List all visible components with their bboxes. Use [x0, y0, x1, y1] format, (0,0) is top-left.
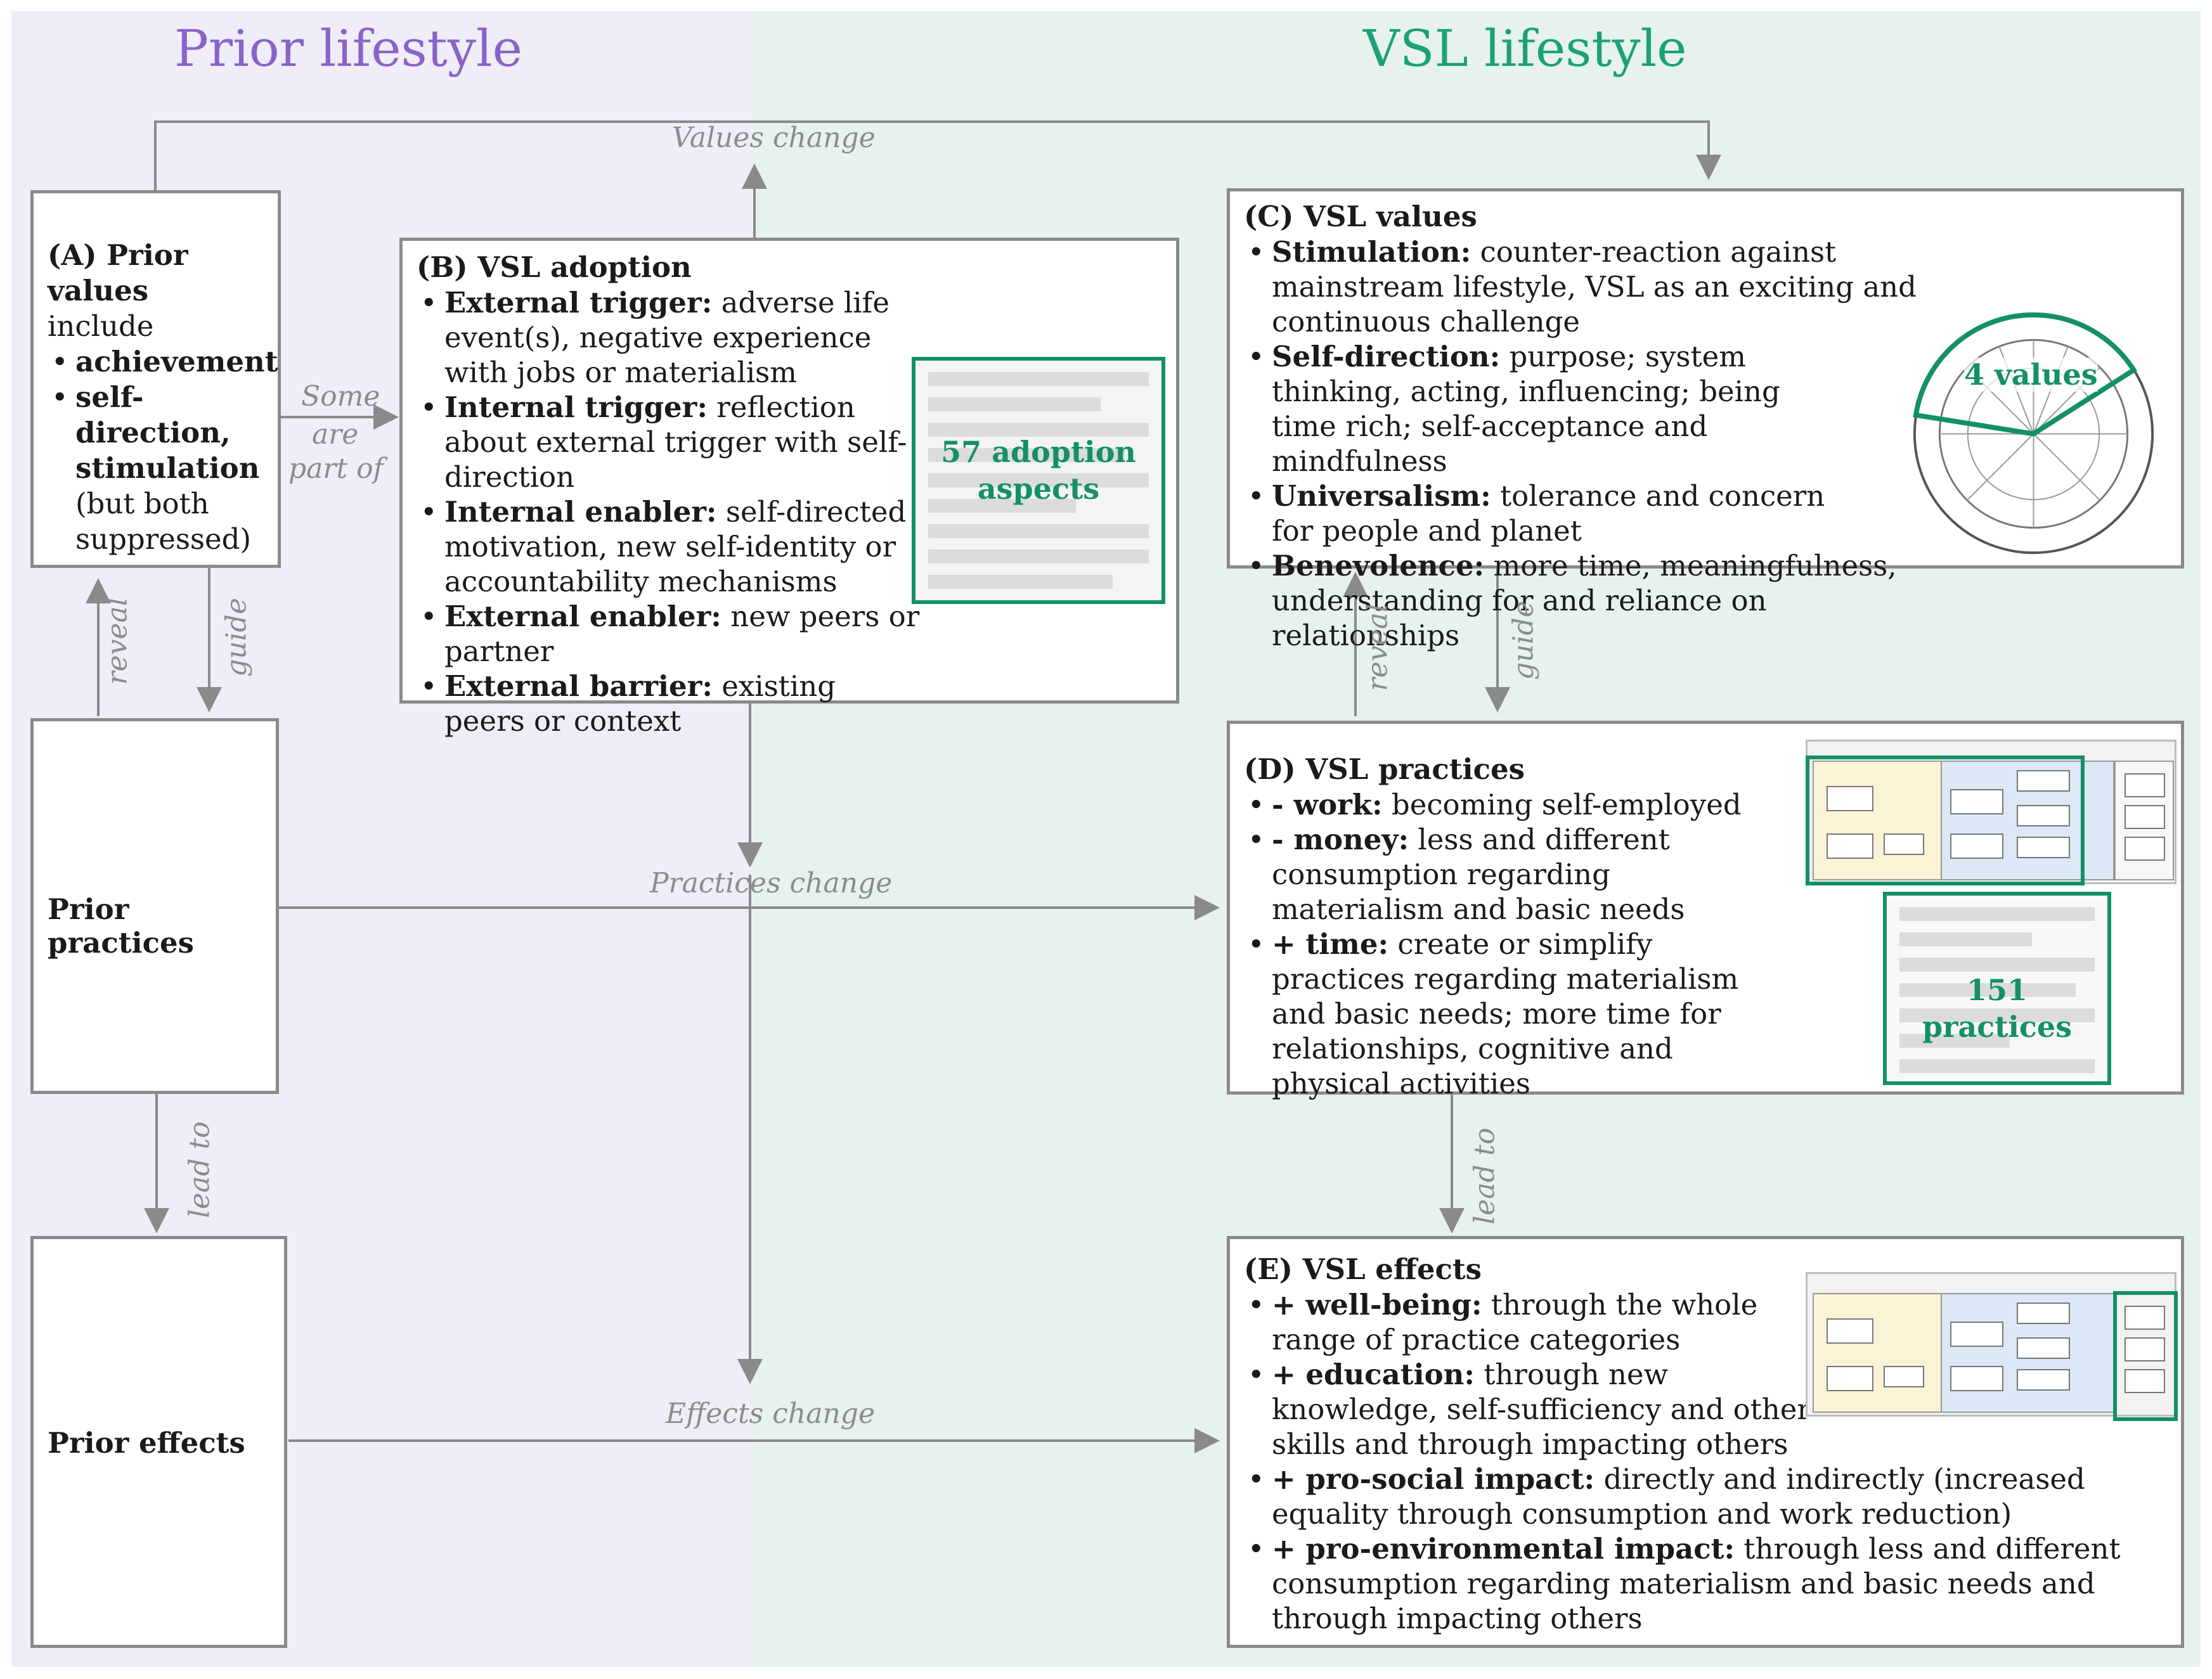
box-b-item: External enabler: new peers or partner: [417, 599, 924, 669]
box-d-item: - money: less and different consumption …: [1244, 822, 1770, 927]
vsl-lifestyle-heading: VSL lifestyle: [1363, 19, 1687, 78]
reveal-c-label: reveal: [1361, 603, 1394, 692]
lead-to-a-label: lead to: [183, 1121, 216, 1218]
box-b-item: Internal enabler: self-directed motivati…: [417, 494, 924, 599]
box-prior-values: (A) Prior values include achievement sel…: [30, 190, 281, 568]
practices-model-thumbnail: [1806, 740, 2176, 884]
box-c-item: Universalism: tolerance and concern for …: [1244, 479, 1830, 548]
practices-thumbnail: 151 practices: [1883, 892, 2111, 1085]
box-vsl-practices: (D) VSL practices - work: becoming self-…: [1227, 721, 2184, 1100]
box-c-item: Self-direction: purpose; system thinking…: [1244, 339, 1830, 479]
practices-highlight-frame: [1806, 756, 2085, 885]
effects-change-label: Effects change: [666, 1398, 875, 1430]
part-of-label: part of: [288, 453, 384, 485]
box-vsl-values: (C) VSL values Stimulation: counter-reac…: [1227, 188, 2184, 652]
guide-c-label: guide: [1507, 601, 1540, 680]
box-e-item: + well-being: through the whole range of…: [1244, 1287, 1817, 1357]
box-a-intro: include: [48, 309, 154, 343]
practices-count-label: 151 practices: [1922, 973, 2073, 1044]
box-e-item: + pro-environmental impact: through less…: [1244, 1531, 2157, 1636]
box-b-item: External barrier: existing peers or cont…: [417, 669, 924, 738]
box-b-item: External trigger: adverse life event(s),…: [417, 285, 924, 390]
box-a-item: self-direction, stimulation (but both su…: [48, 380, 264, 557]
box-d-title: (D) VSL practices: [1244, 752, 1525, 786]
box-c-item: Benevolence: more time, meaningfulness, …: [1244, 548, 1944, 653]
prior-effects-label: Prior effects: [48, 1426, 245, 1460]
effects-model-thumbnail: [1806, 1272, 2176, 1417]
prior-lifestyle-heading: Prior lifestyle: [174, 19, 522, 78]
reveal-a-label: reveal: [101, 597, 134, 685]
some-label: Some: [301, 380, 380, 413]
box-e-item: + education: through new knowledge, self…: [1244, 1357, 1817, 1462]
box-e-item: + pro-social impact: directly and indire…: [1244, 1462, 2157, 1531]
box-d-item: + time: create or simplify practices reg…: [1244, 927, 1770, 1101]
box-d-item: - work: becoming self-employed: [1244, 787, 1770, 822]
box-prior-effects: Prior effects: [30, 1236, 287, 1648]
box-a-title: (A) Prior values: [48, 238, 188, 307]
values-change-connector: [154, 120, 1721, 190]
four-values-label: 4 values: [1964, 357, 2098, 392]
box-b-item: Internal trigger: reflection about exter…: [417, 390, 924, 494]
box-b-title: (B) VSL adoption: [417, 250, 692, 284]
prior-practices-label: Prior practices: [48, 892, 194, 960]
box-a-item: achievement: [48, 344, 278, 380]
are-label: are: [312, 418, 359, 451]
values-wheel-icon: [1913, 312, 2154, 555]
effects-highlight-frame: [2113, 1291, 2178, 1421]
lead-to-c-label: lead to: [1468, 1128, 1501, 1225]
box-vsl-effects: (E) VSL effects + well-being: through th…: [1227, 1236, 2184, 1648]
practices-change-label: Practices change: [650, 867, 893, 899]
values-change-label: Values change: [672, 122, 876, 154]
box-vsl-adoption: (B) VSL adoption External trigger: adver…: [399, 238, 1179, 738]
guide-a-label: guide: [220, 598, 253, 677]
box-c-title: (C) VSL values: [1244, 200, 1477, 233]
box-prior-practices: Prior practices: [30, 718, 279, 1094]
box-e-title: (E) VSL effects: [1244, 1252, 1482, 1286]
box-c-item: Stimulation: counter-reaction against ma…: [1244, 235, 1967, 339]
